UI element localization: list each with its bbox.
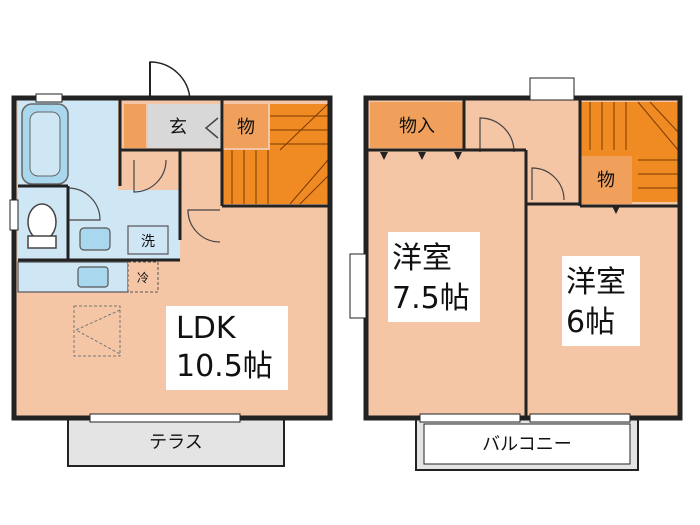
closet-top — [370, 102, 464, 148]
balcony-label: バルコニー — [482, 434, 572, 455]
washbasin — [79, 227, 111, 251]
kitchen-counter — [17, 261, 129, 293]
storage-box-floor1 — [224, 104, 268, 148]
staircase-lower — [222, 150, 328, 204]
underfloor-storage — [73, 305, 121, 357]
entrance — [148, 104, 222, 148]
western-right-name: 洋室 — [566, 265, 626, 300]
closet-markers — [380, 152, 620, 214]
terrace-label: テラス — [149, 432, 203, 453]
floor-2: バルコニー 物入 物 洋室 7.5帖 洋室 6帖 — [349, 77, 683, 471]
fridge-label: 冷 — [137, 271, 149, 285]
western-left-label-bg — [388, 232, 480, 322]
western-right-size: 6帖 — [566, 305, 615, 340]
western-left-name: 洋室 — [392, 241, 452, 276]
western-right-label-bg — [562, 256, 640, 346]
fridge-space — [127, 261, 159, 293]
ldk-size: 10.5帖 — [176, 349, 273, 384]
front-door — [149, 61, 191, 101]
entrance-step-arrow — [204, 117, 219, 139]
terrace — [67, 417, 285, 467]
storage-label-floor1: 物 — [237, 117, 255, 138]
ldk-label-bg — [166, 306, 288, 390]
underfloor-storage-mark — [74, 309, 121, 355]
windows-floor2 — [349, 77, 631, 423]
toilet — [27, 203, 57, 241]
western-left-size: 7.5帖 — [392, 281, 470, 316]
door-arc-wash — [133, 159, 167, 193]
stair-treads-floor2 — [589, 101, 679, 189]
storage-floor1 — [124, 104, 146, 148]
balcony-inner — [423, 423, 631, 465]
entrance-label: 玄 — [169, 117, 187, 138]
interior-walls-floor2 — [366, 98, 680, 418]
storage-label-floor2: 物 — [597, 170, 615, 191]
closet-top-label: 物入 — [399, 116, 435, 137]
stair-treads-floor1 — [231, 103, 329, 205]
bathtub-inner — [29, 111, 61, 177]
door-arc-toilet — [67, 187, 101, 221]
hallway — [180, 150, 220, 200]
toilet-tank — [27, 235, 57, 249]
windows-floor1 — [9, 93, 241, 423]
interior-walls-floor1 — [18, 98, 330, 262]
door-arc-left-room — [479, 117, 515, 153]
door-arc-right-room — [531, 167, 565, 201]
kitchen-sink — [77, 266, 109, 288]
ldk-name: LDK — [176, 311, 237, 346]
washer-space — [127, 225, 169, 255]
floor-1: テラス 洗 冷 玄 物 — [9, 61, 333, 467]
washer-label: 洗 — [141, 234, 155, 250]
storage-floor2 — [580, 156, 632, 204]
door-arc-hall — [187, 209, 221, 243]
